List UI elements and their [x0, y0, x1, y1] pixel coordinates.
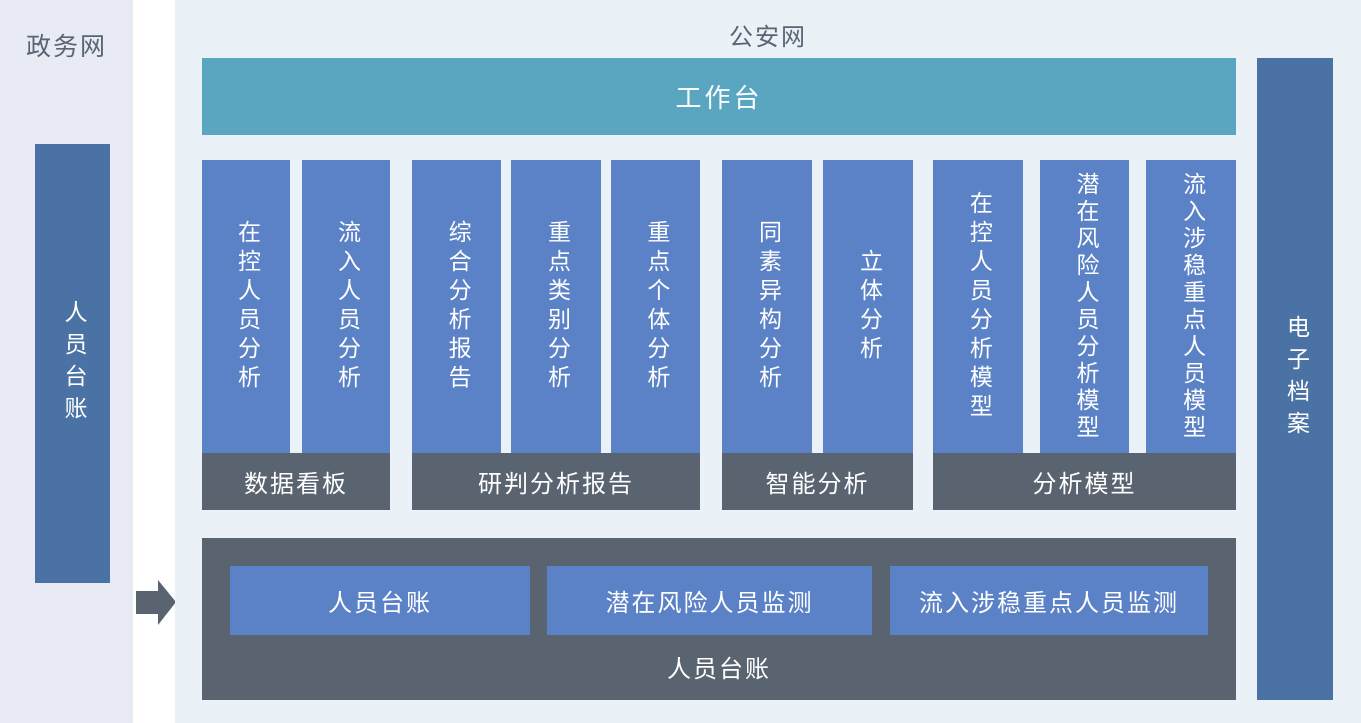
module-column-label: 重点类别分析 — [543, 219, 570, 394]
module-column: 同素异构分析 — [722, 160, 812, 453]
module-column-label: 潜在风险人员分析模型 — [1072, 171, 1098, 442]
group-footer-analysis-report: 研判分析报告 — [412, 453, 700, 510]
module-column: 综合分析报告 — [412, 160, 502, 453]
group-analysis-model: 在控人员分析模型 潜在风险人员分析模型 流入涉稳重点人员模型 分析模型 — [933, 160, 1237, 510]
inflow-key-person-monitoring-button: 流入涉稳重点人员监测 — [890, 566, 1208, 635]
potential-risk-monitoring-button: 潜在风险人员监测 — [547, 566, 872, 635]
personnel-ledger-side-bar: 人员台账 — [35, 144, 110, 583]
right-arrow-icon — [136, 580, 176, 625]
public-security-network-panel: 公安网 工作台 在控人员分析 流入人员分析 数据看板 综合分析报告 — [175, 0, 1361, 723]
personnel-ledger-panel-label: 人员台账 — [667, 655, 771, 683]
group-footer-intelligent-analysis: 智能分析 — [722, 453, 913, 510]
module-column-label: 在控人员分析 — [233, 219, 260, 394]
public-security-network-title: 公安网 — [729, 23, 807, 51]
workbench-bar: 工作台 — [202, 58, 1236, 135]
module-column-label: 同素异构分析 — [754, 219, 781, 394]
group-footer-data-dashboard: 数据看板 — [202, 453, 390, 510]
module-column: 立体分析 — [823, 160, 913, 453]
personnel-ledger-side-bar-label: 人员台账 — [60, 299, 86, 428]
government-network-title: 政务网 — [25, 32, 107, 61]
module-column: 潜在风险人员分析模型 — [1039, 160, 1130, 453]
government-network-panel: 政务网 人员台账 — [0, 0, 133, 723]
module-column-label: 在控人员分析模型 — [965, 190, 992, 423]
e-archive-bar-label: 电子档案 — [1282, 315, 1309, 443]
group-analysis-report: 综合分析报告 重点类别分析 重点个体分析 研判分析报告 — [412, 160, 700, 510]
personnel-ledger-button: 人员台账 — [230, 566, 530, 635]
group-data-dashboard: 在控人员分析 流入人员分析 数据看板 — [202, 160, 390, 510]
group-footer-analysis-model: 分析模型 — [933, 453, 1236, 510]
module-column: 在控人员分析模型 — [933, 160, 1023, 453]
e-archive-bar: 电子档案 — [1257, 58, 1333, 700]
module-column-label: 流入人员分析 — [333, 219, 360, 394]
module-column-label: 综合分析报告 — [444, 219, 471, 394]
module-column-label: 重点个体分析 — [642, 219, 669, 394]
module-column: 流入人员分析 — [302, 160, 390, 453]
module-column: 在控人员分析 — [202, 160, 290, 453]
workbench-label: 工作台 — [675, 84, 763, 114]
module-column: 重点个体分析 — [610, 160, 700, 453]
module-column-label: 立体分析 — [855, 248, 882, 365]
personnel-ledger-panel: 人员台账 潜在风险人员监测 流入涉稳重点人员监测 人员台账 — [202, 538, 1236, 700]
module-column: 流入涉稳重点人员模型 — [1146, 160, 1237, 453]
module-column: 重点类别分析 — [511, 160, 601, 453]
group-intelligent-analysis: 同素异构分析 立体分析 智能分析 — [722, 160, 913, 510]
module-column-label: 流入涉稳重点人员模型 — [1178, 171, 1205, 442]
